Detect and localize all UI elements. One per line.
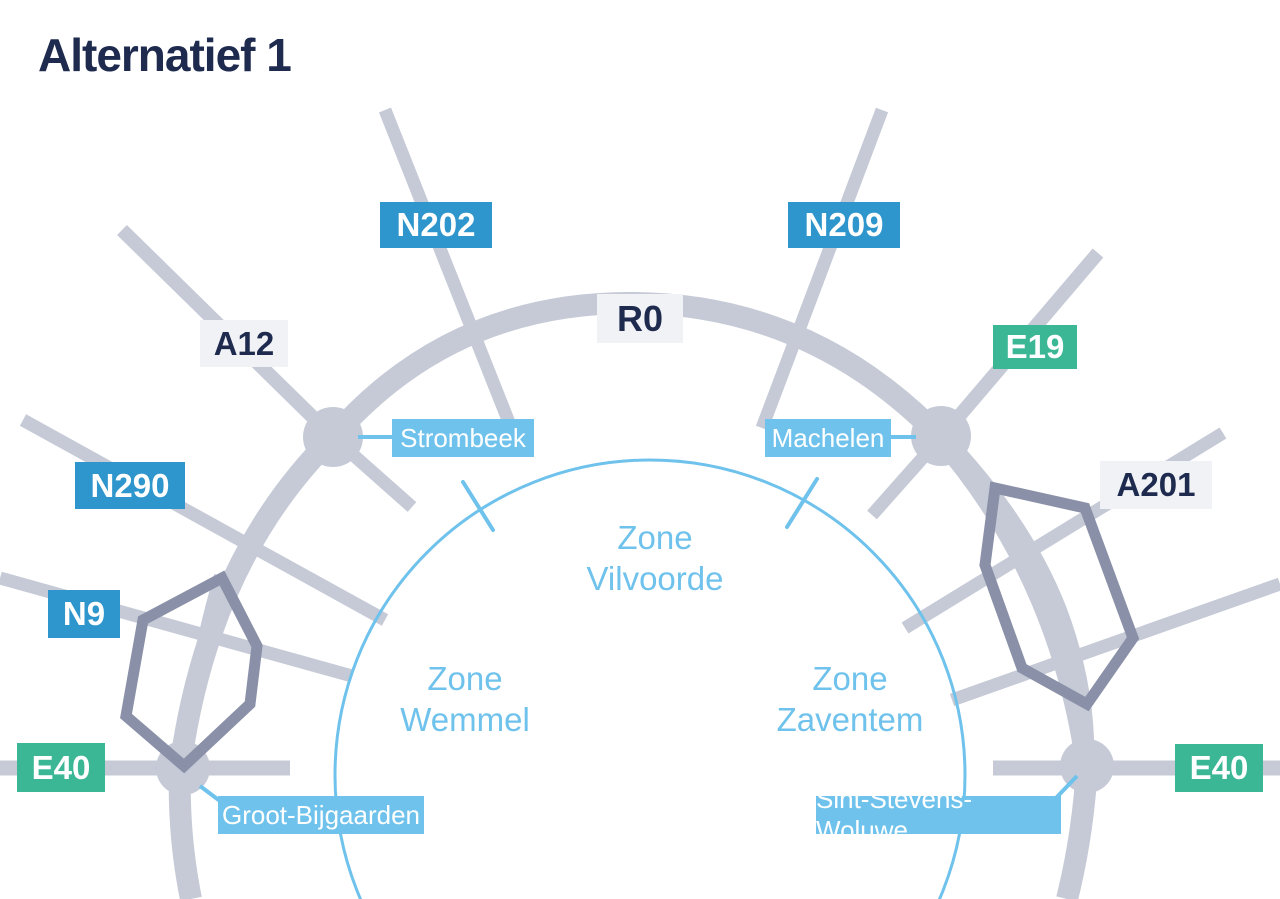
node-strombeek (303, 407, 363, 467)
zone-label-wemmel: Zone Wemmel (400, 660, 530, 738)
zone-circle (333, 458, 967, 899)
road-n290 (19, 414, 389, 626)
west-interchange-loop (120, 570, 263, 774)
place-label-groot-bijgaarden: Groot-Bijgaarden (218, 796, 424, 834)
zone-label-zaventem: Zone Zaventem (776, 660, 924, 738)
place-label-strombeek: Strombeek (392, 419, 534, 457)
road-east-diagonal (949, 577, 1280, 707)
road-n209 (755, 107, 889, 431)
zone-divider-tick-east (785, 477, 819, 529)
interchange-loops (120, 481, 1140, 774)
road-badge-r0: R0 (597, 294, 683, 343)
label-connectors (198, 435, 1079, 812)
place-label-sint-stevens-woluwe: Sint-Stevens-Woluwe (816, 784, 1061, 845)
road-n202 (378, 107, 523, 443)
road-badge-e19: E19 (993, 325, 1077, 369)
node-machelen (911, 406, 971, 466)
road-badge-e40-west: E40 (17, 743, 105, 792)
zone-divider-tick-west (461, 480, 495, 532)
road-badge-a201: A201 (1100, 461, 1212, 509)
road-badge-e40-east: E40 (1175, 744, 1263, 792)
road-badge-n209: N209 (788, 202, 900, 248)
road-badge-n202: N202 (380, 202, 492, 248)
zone-boundary (333, 458, 967, 899)
page-title: Alternatief 1 (38, 29, 292, 81)
road-badge-n290: N290 (75, 462, 185, 509)
connector-sint-stevens-woluwe (1054, 774, 1079, 800)
zone-label-vilvoorde: Zone Vilvoorde (586, 519, 724, 597)
east-interchange-loop (979, 481, 1140, 712)
road-badge-n9: N9 (48, 590, 120, 638)
road-badge-a12: A12 (200, 320, 288, 367)
place-label-machelen: Machelen (765, 419, 891, 457)
